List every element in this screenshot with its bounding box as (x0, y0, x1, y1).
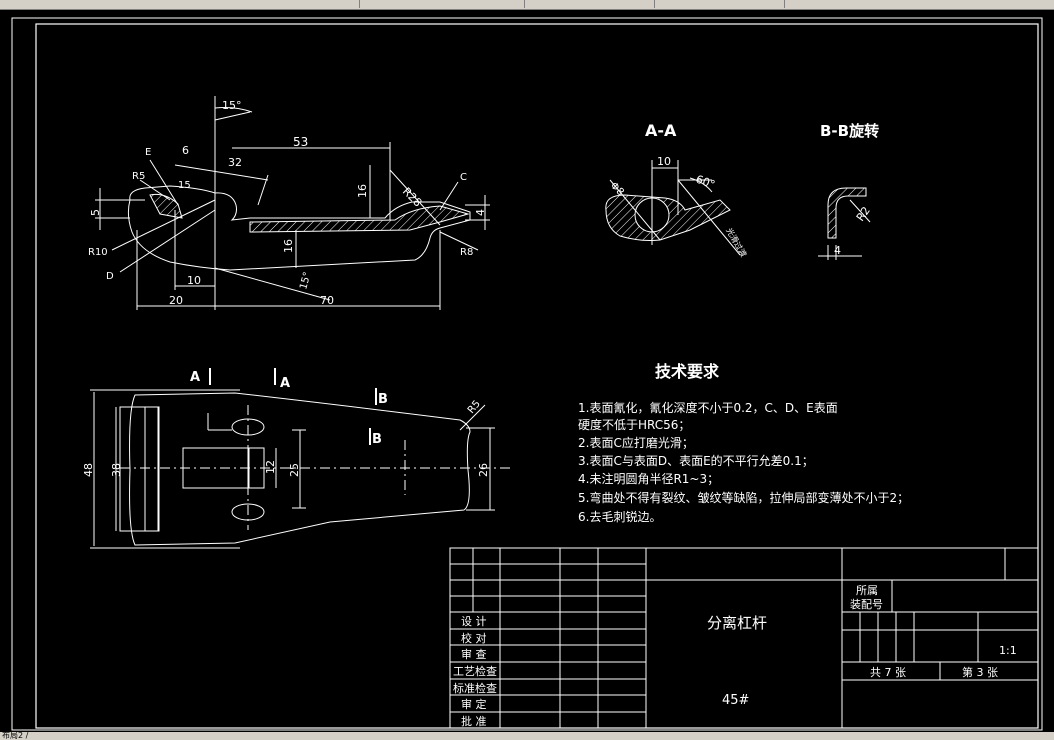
section-aa-title: A-A (645, 121, 677, 140)
label-d: D (106, 271, 114, 282)
notes-line: 3.表面C与表面D、表面E的不平行允差0.1； (578, 453, 814, 468)
dim-6: 6 (182, 144, 189, 157)
title-row-label: 校 对 (461, 631, 487, 645)
dim-70: 70 (320, 294, 334, 307)
title-row-label: 审 定 (461, 697, 487, 711)
section-aa (605, 160, 741, 256)
plan-marker-a1: A (190, 370, 200, 385)
notes-line: 1.表面氰化，氰化深度不小于0.2，C、D、E表面 (578, 400, 838, 415)
label-e: E (145, 147, 151, 158)
toolbar-tab[interactable] (365, 0, 525, 8)
part-name: 分离杠杆 (707, 614, 767, 632)
label-c: C (460, 172, 467, 183)
notes-line: 5.弯曲处不得有裂纹、皱纹等缺陷，拉伸局部变薄处不小于2； (578, 490, 909, 505)
sheet-total: 共 7 张 (870, 666, 906, 679)
dim-r8: R8 (460, 247, 473, 258)
plan-dim-r5: R5 (466, 399, 483, 416)
toolbar (0, 0, 1054, 10)
sheet-number: 第 3 张 (962, 665, 998, 679)
drawing-frame (11, 17, 1043, 731)
dim-20: 20 (169, 294, 183, 307)
dim-10: 10 (187, 274, 201, 287)
dim-5: 5 (89, 209, 102, 216)
plan-dim-48: 48 (82, 463, 95, 477)
notes-line: 6.去毛刺锐边。 (578, 510, 661, 524)
section-bb (818, 187, 871, 260)
aa-dim-60: 60° (694, 173, 717, 192)
scale: 1:1 (999, 644, 1017, 657)
dim-32: 32 (228, 156, 242, 169)
dim-r5: R5 (132, 171, 145, 182)
notes-line: 硬度不低于HRC56； (578, 417, 690, 432)
plan-marker-a2: A (280, 376, 290, 391)
notes-line: 4.未注明圆角半径R1~3； (578, 471, 719, 486)
plan-marker-b1: B (378, 392, 388, 407)
assembly-label: 装配号 (850, 598, 883, 611)
title-block (449, 547, 1039, 729)
dim-4: 4 (474, 209, 487, 216)
dim-r28: R28 (400, 185, 424, 209)
title-row-label: 标准检查 (453, 681, 497, 695)
plan-view (90, 368, 510, 549)
plan-dim-12: 12 (264, 460, 277, 474)
title-row-label: 批 准 (461, 714, 487, 728)
side-view (95, 96, 490, 310)
notes-line: 2.表面C应打磨光滑； (578, 435, 694, 450)
plan-marker-b2: B (372, 432, 382, 447)
assembly-label: 所属 (856, 584, 878, 597)
material: 45# (722, 693, 749, 708)
plan-dim-26: 26 (477, 463, 490, 477)
toolbar-tab[interactable] (660, 0, 785, 8)
title-row-label: 设 计 (461, 615, 487, 628)
aa-note: 光滑过渡 (724, 226, 749, 259)
title-row-label: 审 查 (461, 647, 487, 661)
inner-frame (35, 23, 1039, 729)
dim-angle-15b: 15° (298, 271, 313, 291)
plan-dim-38: 38 (110, 463, 123, 477)
toolbar-tab[interactable] (530, 0, 655, 8)
dim-15: 15 (178, 180, 191, 191)
toolbar-tab[interactable] (205, 0, 360, 8)
notes-title: 技术要求 (655, 362, 720, 381)
title-row-label: 工艺检查 (453, 664, 497, 678)
status-bar: 布局2 / (0, 732, 1054, 740)
bb-dim-4: 4 (834, 244, 841, 257)
dim-16-lower: 16 (282, 239, 295, 253)
dim-53: 53 (293, 135, 308, 149)
plan-dim-25: 25 (288, 463, 301, 477)
section-bb-title: B-B旋转 (820, 122, 879, 140)
dim-angle-top: 15° (222, 99, 242, 112)
aa-dim-10: 10 (657, 155, 671, 168)
dim-16-upper: 16 (356, 184, 369, 198)
dim-r10: R10 (88, 247, 108, 258)
